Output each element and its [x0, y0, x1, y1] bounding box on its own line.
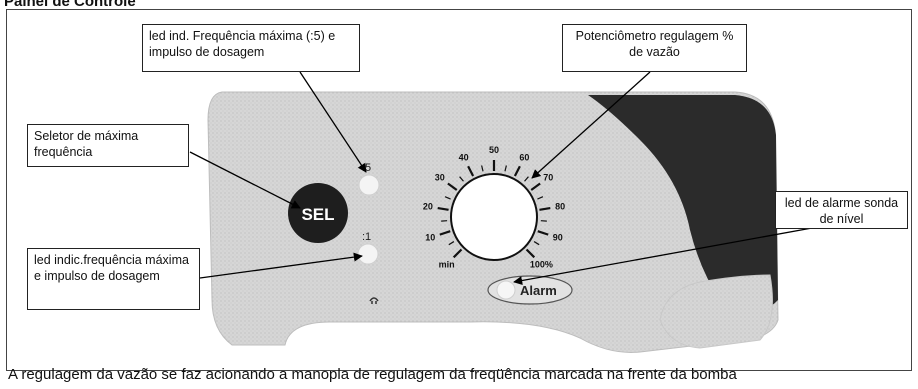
panel-dark-wing — [588, 95, 778, 310]
dial-major-tick — [525, 248, 536, 259]
sel-button — [288, 183, 348, 243]
panel-light-lobe — [659, 274, 773, 349]
led-bottom-label: :1 — [362, 231, 371, 243]
dial-major-tick — [539, 206, 551, 211]
dial-ticks: min 10 20 30 40 50 60 70 80 90 100% — [423, 145, 565, 269]
dial-tick-label: 60 — [519, 152, 529, 162]
alarm-label: Alarm — [520, 283, 557, 298]
dial-minor-tick — [481, 165, 484, 172]
dial-major-tick — [530, 182, 541, 191]
dial-major-tick — [537, 230, 549, 236]
dial-major-tick — [439, 230, 451, 236]
led-bottom — [357, 243, 379, 265]
callout-led-max: led ind. Frequência máxima (:5) e impuls… — [142, 24, 360, 72]
dial-knob — [450, 173, 538, 261]
callout-led-min: led indic.frequência máxima e impulso de… — [27, 248, 200, 310]
arrow-led-min — [199, 252, 363, 279]
hose-symbol — [369, 297, 379, 304]
callout-alarm: led de alarme sonda de nível — [775, 191, 908, 229]
alarm-led — [496, 280, 516, 300]
dial-tick-label: 20 — [423, 202, 433, 212]
dial-minor-tick — [444, 196, 451, 200]
page-title: Painel de Controle — [4, 0, 136, 10]
dial-tick-label: 50 — [489, 145, 499, 155]
dial-major-tick — [513, 165, 521, 177]
dial-minor-tick — [533, 241, 540, 246]
arrow-potentiometer — [531, 71, 651, 179]
dial-minor-tick — [459, 176, 464, 182]
dial-minor-tick — [448, 241, 455, 246]
dial-tick-label: 100% — [530, 259, 553, 269]
dial-tick-label: 90 — [553, 233, 563, 243]
dial-tick-label: 40 — [459, 152, 469, 162]
dial-tick-label: 10 — [425, 233, 435, 243]
dial-major-tick — [447, 182, 458, 191]
dial-minor-tick — [537, 196, 544, 200]
dial-major-tick — [467, 165, 475, 177]
dial-tick-label: 70 — [543, 173, 553, 183]
dial-major-tick — [437, 206, 449, 211]
sel-button-label: SEL — [301, 205, 334, 224]
led-top — [358, 174, 380, 196]
dial-tick-label: 80 — [555, 202, 565, 212]
figure-frame — [6, 9, 912, 371]
led-top-label: :5 — [362, 162, 371, 174]
dial-tick-label: min — [439, 259, 455, 269]
arrow-led-max — [299, 71, 367, 173]
dial-minor-tick — [504, 165, 507, 172]
dial-minor-tick — [524, 176, 529, 182]
callout-potentiometer: Potenciômetro regulagem % de vazão — [562, 24, 747, 72]
callout-selector: Seletor de máxima frequência — [27, 124, 189, 167]
dial-major-tick — [452, 248, 463, 259]
arrow-selector — [189, 151, 301, 209]
dial-tick-label: 30 — [435, 173, 445, 183]
figure-caption: A regulagem da vazão se faz acionando a … — [8, 366, 737, 383]
arrow-alarm — [513, 227, 813, 286]
